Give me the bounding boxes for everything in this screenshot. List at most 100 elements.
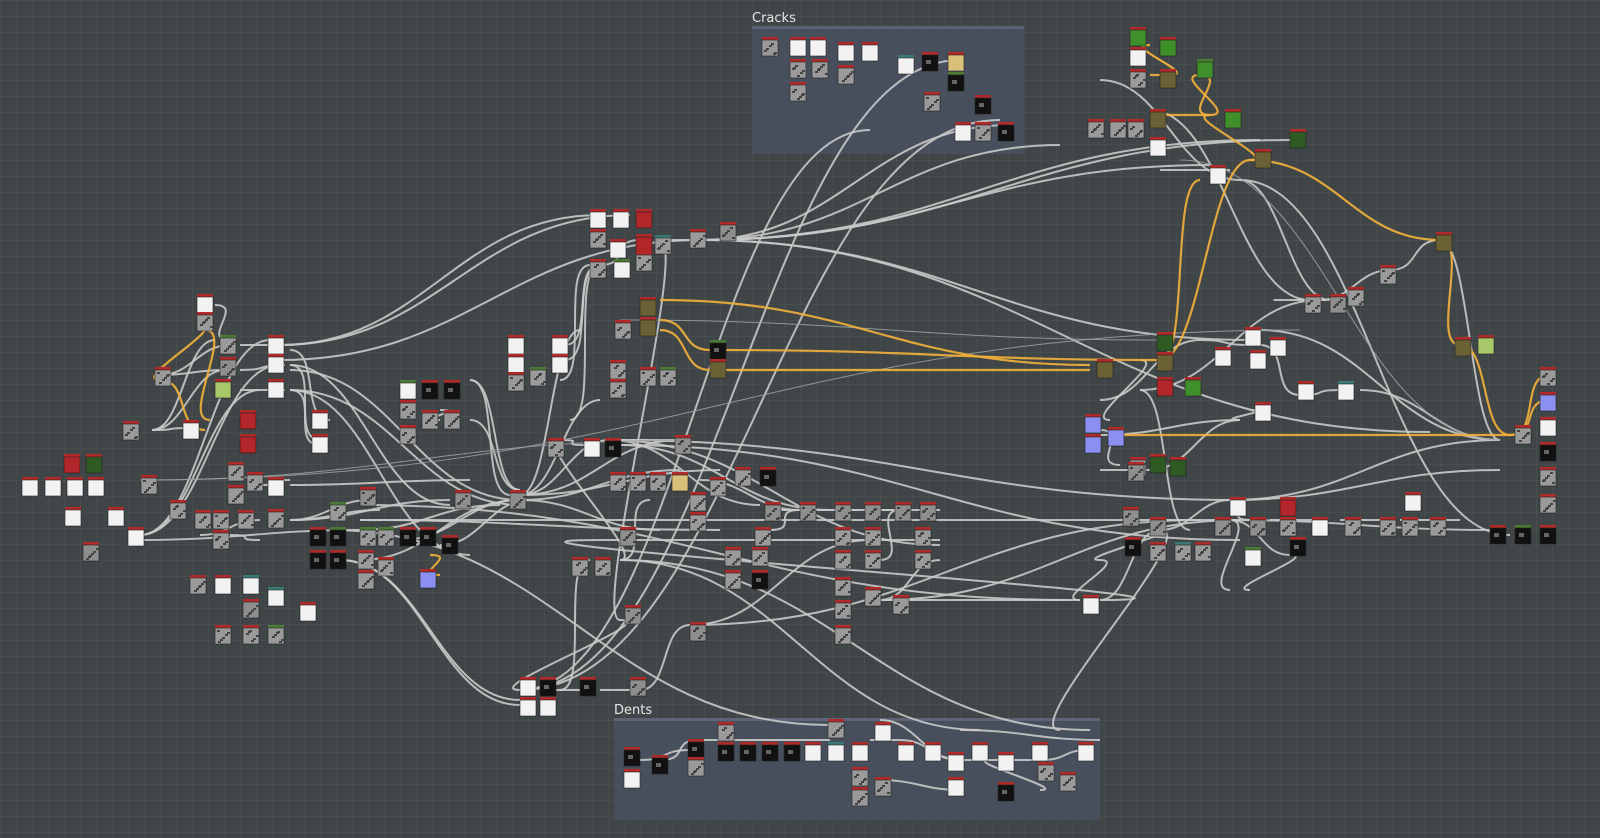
node-header[interactable] [572, 557, 588, 560]
node-header[interactable] [1130, 69, 1146, 72]
node-header[interactable] [422, 380, 438, 383]
node-header[interactable] [720, 222, 736, 225]
node-header[interactable] [420, 569, 436, 572]
node-header[interactable] [800, 502, 816, 505]
node-header[interactable] [895, 502, 911, 505]
graph-node[interactable] [1477, 335, 1495, 355]
graph-node[interactable] [1337, 381, 1355, 401]
node-thumbnail[interactable] [1229, 499, 1247, 517]
node-header[interactable] [1215, 517, 1231, 520]
wire[interactable] [289, 479, 471, 486]
graph-node[interactable] [924, 742, 942, 762]
graph-node[interactable] [299, 602, 317, 622]
node-thumbnail[interactable] [1454, 339, 1472, 357]
wire[interactable] [559, 264, 591, 381]
node-header[interactable] [360, 527, 376, 530]
node-thumbnail[interactable] [1184, 379, 1202, 397]
graph-node[interactable] [739, 742, 757, 762]
node-thumbnail[interactable] [507, 337, 525, 355]
node-header[interactable] [1540, 525, 1556, 528]
node-header[interactable] [875, 722, 891, 725]
graph-node[interactable] [609, 472, 627, 492]
node-header[interactable] [238, 510, 254, 513]
graph-node[interactable] [1249, 517, 1267, 537]
node-header[interactable] [1150, 454, 1166, 457]
node-header[interactable] [310, 527, 326, 530]
node-thumbnail[interactable] [1297, 383, 1315, 401]
node-header[interactable] [378, 557, 394, 560]
node-header[interactable] [998, 122, 1014, 125]
node-header[interactable] [540, 697, 556, 700]
graph-node[interactable] [454, 490, 472, 510]
graph-node[interactable] [1124, 537, 1142, 557]
wire[interactable] [289, 364, 451, 506]
node-header[interactable] [444, 380, 460, 383]
graph-node[interactable] [239, 434, 257, 454]
graph-node[interactable] [761, 37, 779, 57]
wire[interactable] [151, 369, 226, 431]
node-header[interactable] [915, 527, 931, 530]
node-header[interactable] [1540, 392, 1556, 395]
node-header[interactable] [420, 527, 436, 530]
node-header[interactable] [640, 367, 656, 370]
node-thumbnail[interactable] [1129, 49, 1147, 67]
node-header[interactable] [1402, 517, 1418, 520]
wire[interactable] [879, 509, 901, 561]
node-header[interactable] [630, 472, 646, 475]
node-header[interactable] [1130, 47, 1146, 50]
graph-node[interactable] [974, 95, 992, 115]
node-header[interactable] [268, 477, 284, 480]
node-thumbnail[interactable] [1084, 416, 1102, 434]
node-header[interactable] [141, 475, 157, 478]
node-header[interactable] [83, 542, 99, 545]
graph-node[interactable] [921, 52, 939, 72]
graph-node[interactable] [619, 527, 637, 547]
wire[interactable] [639, 624, 691, 691]
graph-node[interactable] [947, 52, 965, 72]
node-thumbnail[interactable] [1254, 151, 1272, 169]
node-header[interactable] [998, 752, 1014, 755]
node-header[interactable] [1230, 497, 1246, 500]
node-header[interactable] [65, 507, 81, 510]
node-thumbnail[interactable] [1169, 459, 1187, 477]
node-header[interactable] [835, 577, 851, 580]
node-thumbnail[interactable] [1156, 354, 1174, 372]
node-thumbnail[interactable] [1289, 131, 1307, 149]
wire[interactable] [619, 444, 1241, 541]
graph-node[interactable] [329, 527, 347, 547]
node-header[interactable] [330, 502, 346, 505]
wire[interactable] [139, 339, 271, 536]
graph-node[interactable] [377, 557, 395, 577]
wire[interactable] [151, 339, 216, 431]
node-thumbnail[interactable] [635, 211, 653, 229]
node-thumbnail[interactable] [1084, 436, 1102, 454]
node-thumbnail[interactable] [612, 211, 630, 229]
node-header[interactable] [240, 410, 256, 413]
graph-node[interactable] [154, 367, 172, 387]
node-header[interactable] [183, 420, 199, 423]
graph-node[interactable] [1096, 359, 1114, 379]
graph-node[interactable] [1254, 402, 1272, 422]
node-header[interactable] [552, 354, 568, 357]
graph-node[interactable] [1401, 517, 1419, 537]
node-header[interactable] [1540, 417, 1556, 420]
node-header[interactable] [1097, 359, 1113, 362]
node-header[interactable] [190, 575, 206, 578]
graph-node[interactable] [724, 570, 742, 590]
node-thumbnail[interactable] [267, 589, 285, 607]
graph-node[interactable] [1156, 332, 1174, 352]
wire[interactable] [699, 139, 1261, 241]
wire[interactable] [469, 419, 521, 491]
graph-node[interactable] [1311, 517, 1329, 537]
wire[interactable] [1149, 109, 1311, 301]
graph-node[interactable] [1489, 525, 1507, 545]
graph-node[interactable] [421, 380, 439, 400]
node-thumbnail[interactable] [635, 236, 653, 254]
node-thumbnail[interactable] [947, 754, 965, 772]
graph-node[interactable] [214, 625, 232, 645]
node-header[interactable] [835, 550, 851, 553]
graph-node[interactable] [1279, 517, 1297, 537]
node-header[interactable] [710, 477, 726, 480]
graph-node[interactable] [507, 354, 525, 374]
wire[interactable] [519, 129, 871, 691]
